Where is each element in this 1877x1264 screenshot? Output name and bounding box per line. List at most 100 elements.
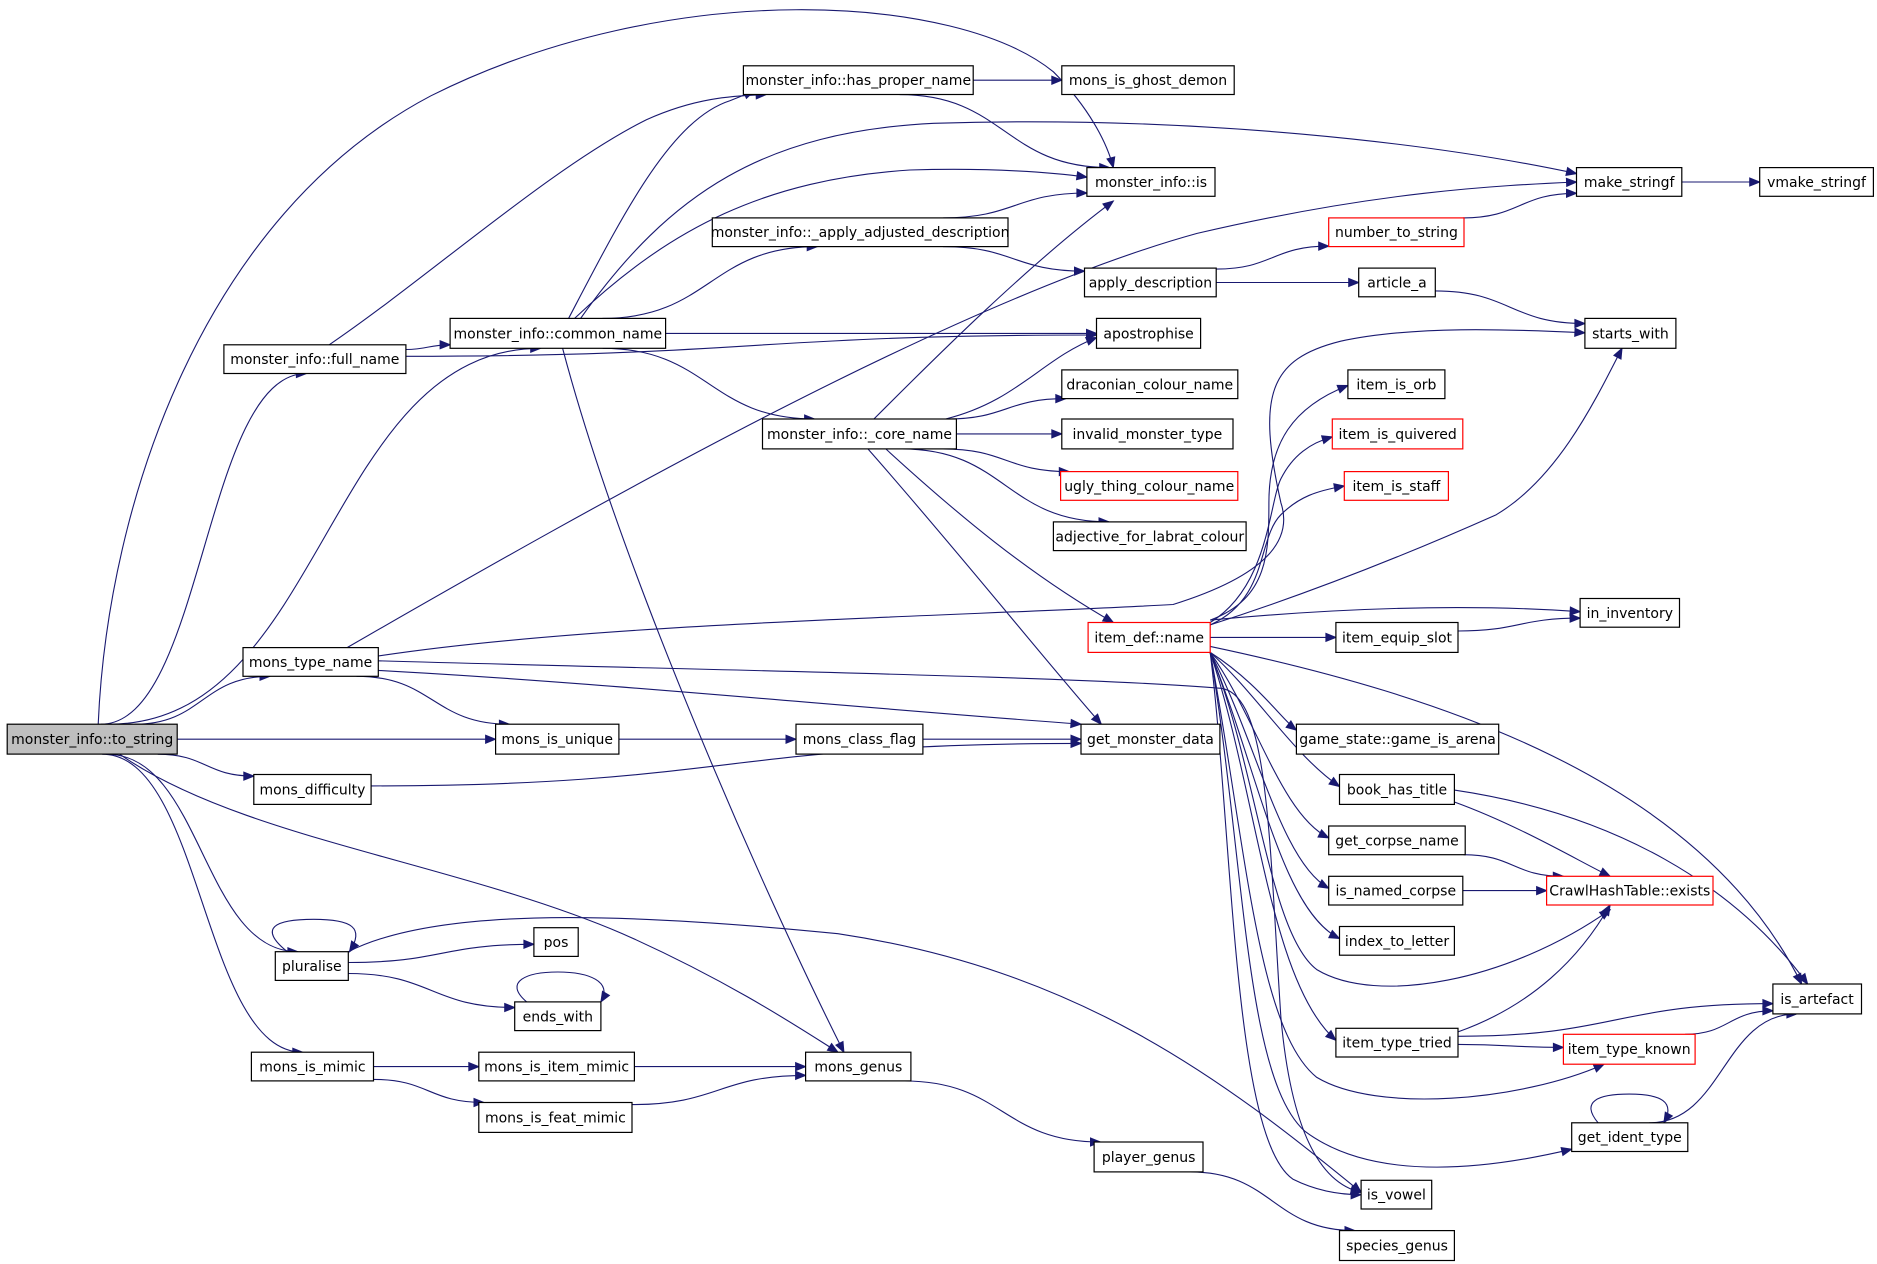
edge-item_name-to-item_equip_slot	[1210, 632, 1338, 643]
edge-item_name-to-starts_with	[1210, 347, 1623, 626]
node-mons-is-item-mimic[interactable]: mons_is_item_mimic	[478, 1051, 635, 1082]
node-box	[274, 951, 349, 982]
node-label: item_type_known	[1568, 1042, 1691, 1058]
node-item-type-tried[interactable]: item_type_tried	[1335, 1027, 1459, 1058]
node-box	[514, 1001, 602, 1032]
node-label: pluralise	[282, 959, 342, 975]
node-label: ugly_thing_colour_name	[1064, 479, 1234, 495]
edge-item_type_tried-to-hash_exists	[1457, 903, 1611, 1033]
node-has-proper-name[interactable]: monster_info::has_proper_name	[742, 65, 974, 96]
node-book-has-title[interactable]: book_has_title	[1338, 773, 1456, 805]
node-game-is-arena[interactable]: game_state::game_is_arena	[1295, 723, 1500, 755]
arrowhead	[1569, 606, 1582, 616]
node-vmake-stringf[interactable]: vmake_stringf	[1759, 167, 1874, 197]
node-ugly-thing[interactable]: ugly_thing_colour_name	[1059, 471, 1239, 501]
edge-line	[1209, 652, 1340, 939]
node-species-genus[interactable]: species_genus	[1338, 1229, 1456, 1262]
node-apply-adj[interactable]: monster_info::_apply_adjusted_descriptio…	[711, 217, 1010, 248]
node-box	[711, 217, 1009, 248]
edge-line	[946, 398, 1066, 420]
node-item-is-staff[interactable]: item_is_staff	[1343, 471, 1450, 501]
node-mons-is-unique[interactable]: mons_is_unique	[495, 723, 620, 755]
node-apply-desc[interactable]: apply_description	[1083, 267, 1217, 298]
node-item-is-quivered[interactable]: item_is_quivered	[1331, 418, 1464, 450]
node-get-monster-data[interactable]: get_monster_data	[1080, 723, 1221, 755]
edge-line	[1209, 651, 1340, 787]
node-mons-is-mimic[interactable]: mons_is_mimic	[250, 1051, 375, 1082]
node-draconian[interactable]: draconian_colour_name	[1061, 369, 1239, 400]
node-invalid-type[interactable]: invalid_monster_type	[1061, 418, 1234, 450]
edge-line	[1590, 1093, 1669, 1124]
edge-line	[1649, 1013, 1797, 1124]
node-box	[1080, 723, 1221, 755]
node-is-vowel[interactable]: is_vowel	[1360, 1179, 1433, 1210]
edge-book_has_title-to-is_artefact	[1454, 789, 1809, 986]
node-is-named-corpse[interactable]: is_named_corpse	[1328, 875, 1464, 906]
edges-layer	[97, 9, 1809, 1236]
node-core-name[interactable]: monster_info::_core_name	[761, 418, 957, 450]
node-item-equip-slot[interactable]: item_equip_slot	[1335, 621, 1459, 653]
node-starts-with[interactable]: starts_with	[1584, 317, 1677, 349]
edge-line	[1209, 485, 1345, 626]
edge-line	[873, 200, 1114, 420]
arrowhead	[1324, 1029, 1337, 1042]
arrowhead	[1101, 613, 1115, 624]
node-hash-exists[interactable]: CrawlHashTable::exists	[1545, 875, 1714, 906]
node-common-name[interactable]: monster_info::common_name	[449, 317, 667, 349]
node-number-to-string[interactable]: number_to_string	[1328, 217, 1465, 248]
edge-line	[867, 448, 1102, 725]
edge-item_name-to-is_artefact	[1210, 645, 1803, 986]
node-pos[interactable]: pos	[533, 927, 579, 958]
node-box	[1338, 773, 1456, 805]
edge-line	[1209, 652, 1572, 1168]
node-is-artefact[interactable]: is_artefact	[1772, 983, 1863, 1015]
node-get-ident-type[interactable]: get_ident_type	[1571, 1122, 1689, 1153]
node-in-inventory[interactable]: in_inventory	[1579, 597, 1681, 628]
node-player-genus[interactable]: player_genus	[1093, 1141, 1204, 1173]
edge-line	[1457, 1043, 1564, 1048]
arrowhead	[1084, 336, 1098, 346]
node-item-is-orb[interactable]: item_is_orb	[1347, 369, 1446, 400]
node-label: player_genus	[1102, 1150, 1196, 1166]
arrowhead	[1086, 328, 1098, 339]
node-mons-class-flag[interactable]: mons_class_flag	[795, 723, 924, 755]
node-item-type-known[interactable]: item_type_known	[1562, 1033, 1696, 1065]
node-article-a[interactable]: article_a	[1358, 267, 1436, 298]
node-get-corpse-name[interactable]: get_corpse_name	[1328, 825, 1466, 856]
node-box	[478, 1101, 633, 1133]
node-mons-genus[interactable]: mons_genus	[804, 1051, 912, 1082]
edge-item_name-to-book_has_title	[1209, 651, 1341, 788]
node-mons-type-name[interactable]: mons_type_name	[242, 646, 379, 677]
node-box	[1759, 167, 1874, 197]
node-box	[6, 723, 178, 755]
node-label: monster_info::_core_name	[767, 427, 952, 443]
node-mons-is-feat-mimic[interactable]: mons_is_feat_mimic	[478, 1101, 633, 1133]
node-full-name[interactable]: monster_info::full_name	[223, 344, 407, 375]
arrowhead	[1566, 188, 1578, 199]
node-box	[1083, 267, 1217, 298]
node-label: mons_is_mimic	[259, 1060, 365, 1076]
node-item-name[interactable]: item_def::name	[1087, 621, 1211, 653]
arrowhead	[1592, 1063, 1606, 1073]
edge-line	[328, 94, 767, 346]
node-box	[1087, 621, 1211, 653]
node-ghost-demon[interactable]: mons_is_ghost_demon	[1061, 65, 1235, 96]
arrowhead	[1600, 903, 1611, 917]
node-mi-is[interactable]: monster_info::is	[1086, 167, 1216, 197]
edge-apply_desc-to-number_to_string	[1216, 241, 1331, 270]
node-labrat[interactable]: adjective_for_labrat_colour	[1052, 521, 1247, 552]
node-ends-with[interactable]: ends_with	[514, 1001, 602, 1032]
node-make-stringf[interactable]: make_stringf	[1575, 167, 1683, 197]
node-pluralise[interactable]: pluralise	[274, 951, 349, 982]
edge-common_name-to-apply_adj	[602, 241, 819, 319]
node-label: mons_is_item_mimic	[484, 1060, 629, 1076]
node-apostrophise[interactable]: apostrophise	[1095, 317, 1202, 349]
node-mons-difficulty[interactable]: mons_difficulty	[253, 773, 372, 805]
edge-core_name-to-apostrophise	[945, 336, 1098, 420]
edge-common_name-to-mons_genus	[562, 348, 845, 1054]
node-box	[533, 927, 579, 958]
node-box	[1061, 369, 1239, 400]
arrowhead	[1051, 429, 1064, 439]
node-index-to-letter[interactable]: index_to_letter	[1338, 925, 1456, 956]
node-to-string[interactable]: monster_info::to_string	[6, 723, 178, 755]
